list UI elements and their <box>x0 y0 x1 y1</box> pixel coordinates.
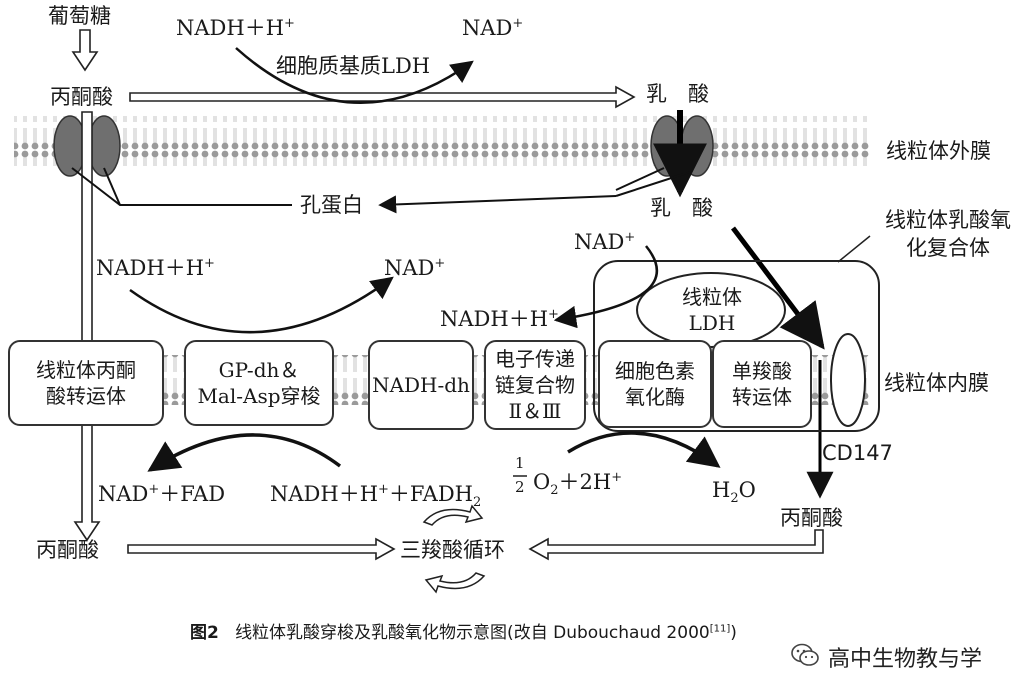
etc-box: 电子传递 链复合物 Ⅱ＆Ⅲ <box>484 340 586 430</box>
nad-fad-label: NAD+＋FAD <box>98 482 226 506</box>
half-numerator: 1 <box>515 454 525 472</box>
oxygen-label: O2＋2H+ <box>533 470 623 499</box>
mpc-box: 线粒体丙酮 酸转运体 <box>8 340 164 426</box>
nadh-dh-box: NADH-dh <box>368 340 474 430</box>
porin-right-b <box>680 115 714 177</box>
mpc-text: 线粒体丙酮 酸转运体 <box>36 358 136 408</box>
glucose-arrow <box>71 29 99 72</box>
figure-caption: 图2 线粒体乳酸穿梭及乳酸氧化物示意图(改自 Dubouchaud 2000[1… <box>190 623 737 643</box>
figure-number: 图2 <box>190 623 219 643</box>
outer-membrane-bilayer <box>14 116 870 166</box>
cyto-ldh-label: 细胞质基质LDH <box>276 54 431 78</box>
porin-connectors <box>71 167 691 214</box>
shuttle-curve <box>147 433 342 472</box>
mito-ldh-label: 线粒体 LDH <box>666 280 758 340</box>
pyruvate-to-lactate-arrow <box>129 85 636 109</box>
half-denominator: 2 <box>515 478 525 496</box>
cd147-label: CD147 <box>822 441 893 465</box>
pyruvate-right-label: 丙酮酸 <box>780 506 843 530</box>
left-nadh-curve <box>129 276 394 334</box>
caption-text: 线粒体乳酸穿梭及乳酸氧化物示意图(改自 Dubouchaud 2000 <box>235 623 710 643</box>
lox-complex-label-2: 化复合体 <box>906 236 990 260</box>
tca-label: 三羧酸循环 <box>400 538 505 562</box>
watermark-text: 高中生物教与学 <box>828 647 983 672</box>
gp-shuttle-text: GP-dh＆ Mal-Asp穿梭 <box>197 358 321 408</box>
lox-complex-label-1: 线粒体乳酸氧 <box>885 208 1011 232</box>
wechat-icon <box>791 643 819 666</box>
nad-right-label: NAD+ <box>574 230 636 254</box>
lactate-mid-label: 乳 酸 <box>650 196 713 220</box>
oxygen-curve <box>567 431 721 468</box>
nadh-fadh-label: NADH＋H+＋FADH2 <box>270 482 482 511</box>
mito-ldh-nad-curve <box>553 245 658 329</box>
porin-label: 孔蛋白 <box>300 193 363 217</box>
inner-membrane-label: 线粒体内膜 <box>884 371 989 395</box>
cox-text: 细胞色素 氧化酶 <box>615 359 695 409</box>
etc-text: 电子传递 链复合物 Ⅱ＆Ⅲ <box>495 347 575 423</box>
nadh-left-label: NADH＋H+ <box>96 256 215 280</box>
pyruvate-top-label: 丙酮酸 <box>50 85 113 109</box>
right-pyruvate-to-tca-arrow <box>528 529 824 561</box>
cd147-protein <box>830 333 866 427</box>
lox-complex-outline <box>593 260 880 432</box>
nadh-dh-text: NADH-dh <box>372 373 470 397</box>
cyto-ldh-curve <box>235 47 474 104</box>
glucose-label: 葡萄糖 <box>48 4 111 28</box>
lactate-top-label: 乳 酸 <box>646 82 709 106</box>
gp-shuttle-box: GP-dh＆ Mal-Asp穿梭 <box>184 340 334 426</box>
pyruvate-to-tca-arrow <box>127 537 396 561</box>
outer-membrane-label: 线粒体外膜 <box>886 139 991 163</box>
mct-box: 单羧酸 转运体 <box>712 340 812 428</box>
water-label: H2O <box>712 478 756 507</box>
caption-ref: [11] <box>709 623 731 635</box>
mct-text: 单羧酸 转运体 <box>732 359 792 409</box>
lactate-to-mct-arrow <box>731 226 825 350</box>
pyruvate-down-arrow <box>73 111 101 542</box>
tca-cycle-icon <box>422 504 486 594</box>
nadh-top-label: NADH＋H+ <box>176 16 295 40</box>
nad-top-label: NAD+ <box>462 16 524 40</box>
mito-ldh-text: 线粒体 LDH <box>682 285 742 335</box>
cox-box: 细胞色素 氧化酶 <box>598 340 712 428</box>
pyruvate-bottom-label: 丙酮酸 <box>36 538 99 562</box>
nadh-right-label: NADH＋H+ <box>440 307 559 331</box>
nad-left-label: NAD+ <box>384 256 446 280</box>
lox-complex-pointer <box>837 235 871 263</box>
